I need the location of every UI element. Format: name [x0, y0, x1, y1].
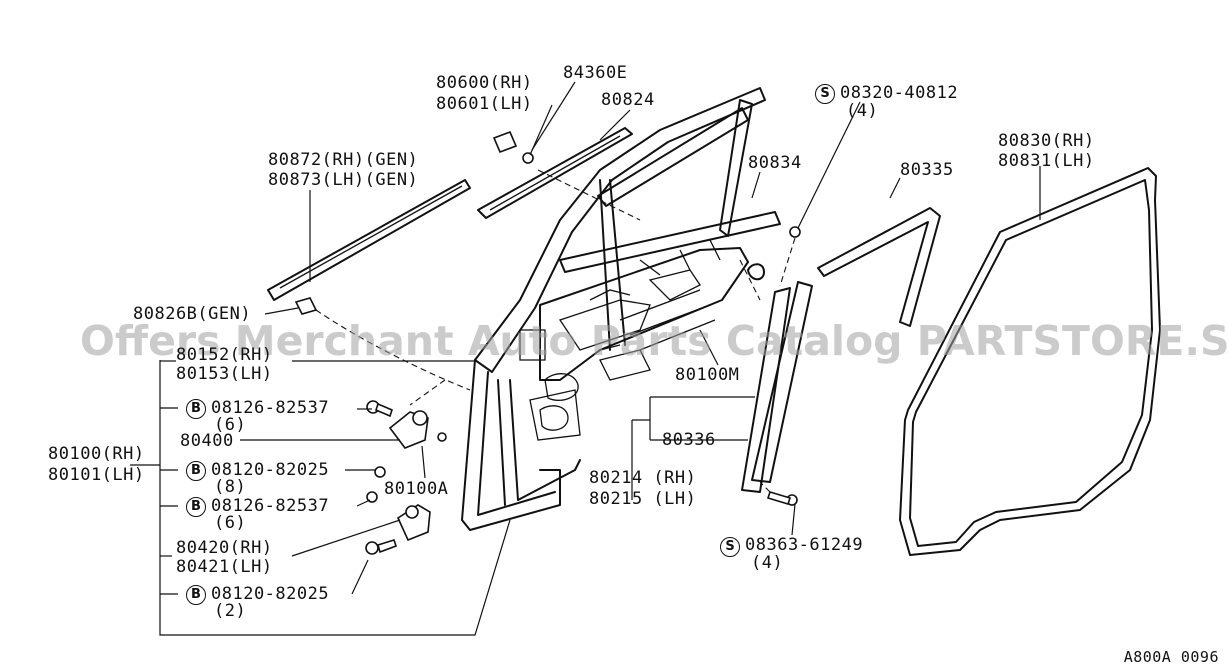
- bolt-symbol-icon: B: [186, 399, 206, 419]
- label-08126-82537-lower: 08126-82537: [211, 496, 330, 516]
- label-80601: 80601(LH): [436, 94, 533, 114]
- qty-08363: (4): [751, 553, 784, 573]
- clip-80600: [492, 130, 518, 154]
- label-80335: 80335: [900, 160, 954, 180]
- label-80100A: 80100A: [384, 479, 449, 499]
- label-80421: 80421(LH): [176, 557, 273, 577]
- qty-08120-lower: (2): [214, 601, 247, 621]
- screw-08320: [789, 226, 801, 238]
- label-80214: 80214 (RH): [589, 468, 697, 488]
- label-08320-40812: 08320-40812: [840, 83, 959, 103]
- screw-symbol-icon: S: [815, 84, 835, 104]
- label-80153: 80153(LH): [176, 364, 273, 384]
- label-80873: 80873(LH)(GEN): [268, 170, 419, 190]
- weatherstrip-inner-80824: [477, 127, 633, 219]
- bolt-08120-upper: [374, 466, 386, 478]
- label-80600: 80600(RH): [436, 73, 533, 93]
- glass-run-80335: [817, 207, 941, 327]
- clip-84360E: [522, 152, 534, 164]
- bolt-08126-lower: [366, 491, 378, 503]
- label-84360E: 84360E: [563, 63, 628, 83]
- label-80872: 80872(RH)(GEN): [268, 150, 419, 170]
- label-08126-82537-upper: 08126-82537: [211, 398, 330, 418]
- bolt-symbol-icon: B: [186, 585, 206, 605]
- label-08120-82025-upper: 08120-82025: [211, 460, 330, 480]
- diagram-reference-code: A800A 0096: [1123, 648, 1219, 666]
- label-80152: 80152(RH): [176, 345, 273, 365]
- label-80826B: 80826B(GEN): [133, 304, 252, 324]
- door-weatherstrip-80830: [899, 167, 1161, 556]
- screw-symbol-icon: S: [720, 537, 740, 557]
- bolt-symbol-icon: B: [186, 497, 206, 517]
- label-80100M: 80100M: [675, 365, 740, 385]
- leader-lines: [130, 81, 1041, 636]
- qty-08120-upper: (8): [214, 477, 247, 497]
- label-80830: 80830(RH): [998, 131, 1095, 151]
- label-80100: 80100(RH): [48, 444, 145, 464]
- sash-80214: [741, 287, 791, 493]
- door-shell: [461, 87, 781, 531]
- label-80336: 80336: [662, 430, 716, 450]
- label-80824: 80824: [601, 90, 655, 110]
- label-08363-61249: 08363-61249: [745, 535, 864, 555]
- qty-08126-upper: (6): [214, 415, 247, 435]
- clip-80826B: [294, 297, 318, 315]
- bolt-08120-lower: [365, 541, 379, 555]
- channel-80336: [751, 281, 813, 483]
- label-80420: 80420(RH): [176, 538, 273, 558]
- weatherstrip-outer-80872: [267, 179, 471, 301]
- qty-08320: (4): [846, 101, 879, 121]
- bolt-symbol-icon: B: [186, 461, 206, 481]
- label-80831: 80831(LH): [998, 151, 1095, 171]
- label-80400: 80400: [180, 431, 234, 451]
- label-80215: 80215 (LH): [589, 489, 697, 509]
- label-80101: 80101(LH): [48, 465, 145, 485]
- qty-08126-lower: (6): [214, 513, 247, 533]
- label-08120-82025-lower: 08120-82025: [211, 584, 330, 604]
- label-80834: 80834: [748, 153, 802, 173]
